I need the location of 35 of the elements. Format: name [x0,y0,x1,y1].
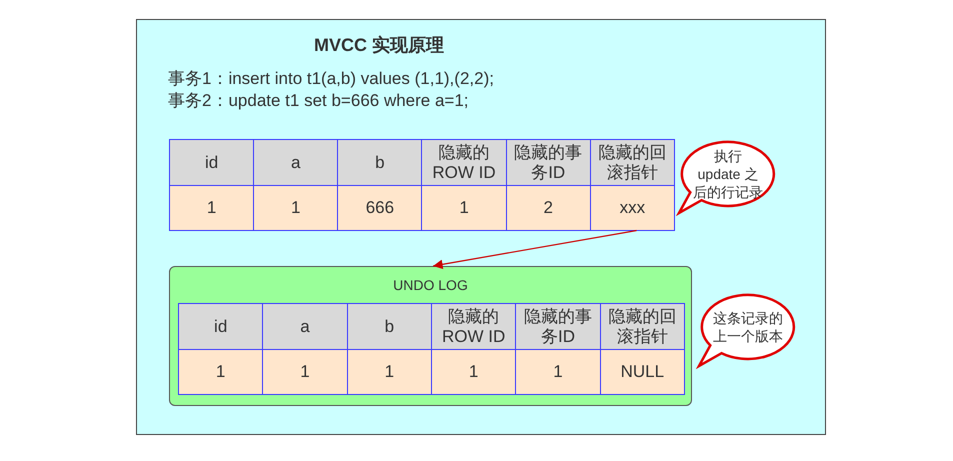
table-cell: 1 [431,350,516,394]
column-header: a [262,304,348,350]
column-header: 隐藏的事务ID [506,140,590,186]
speech-bubble [676,140,776,216]
table-cell: 1 [422,186,506,230]
undo-log-panel [169,266,692,406]
column-header: id [178,304,263,350]
table-cell: 2 [506,186,590,230]
table-cell: 1 [262,350,348,394]
speech-bubble [696,293,796,369]
column-header: 隐藏的ROW ID [431,304,516,350]
column-header: a [254,140,338,186]
column-header: id [170,140,254,186]
column-header: 隐藏的事务ID [516,304,600,350]
table-cell: 1 [254,186,338,230]
table-cell: xxx [590,186,674,230]
table-cell: 666 [338,186,422,230]
callout-text: 执行 update 之后的行记录 [692,147,764,201]
arrow [433,230,637,270]
table-cell: 1 [347,350,432,394]
statement-text: 事务2：update t1 set b=666 where a=1; [168,91,469,111]
table-cell: 1 [178,350,263,394]
column-header: 隐藏的ROW ID [422,140,506,186]
statement-text: 事务1：insert into t1(a,b) values (1,1),(2,2); [168,69,494,89]
section-title: UNDO LOG [393,276,468,294]
diagram-title: MVCC 实现原理 [314,35,444,55]
callout-text: 这条记录的上一个版本 [712,309,784,345]
column-header: b [338,140,422,186]
column-header: 隐藏的回滚指针 [590,140,674,186]
diagram-panel [136,19,826,435]
column-header: b [347,304,432,350]
table-cell: NULL [600,350,684,394]
table-cell: 1 [170,186,254,230]
table-cell: 1 [516,350,600,394]
column-header: 隐藏的回滚指针 [600,304,684,350]
